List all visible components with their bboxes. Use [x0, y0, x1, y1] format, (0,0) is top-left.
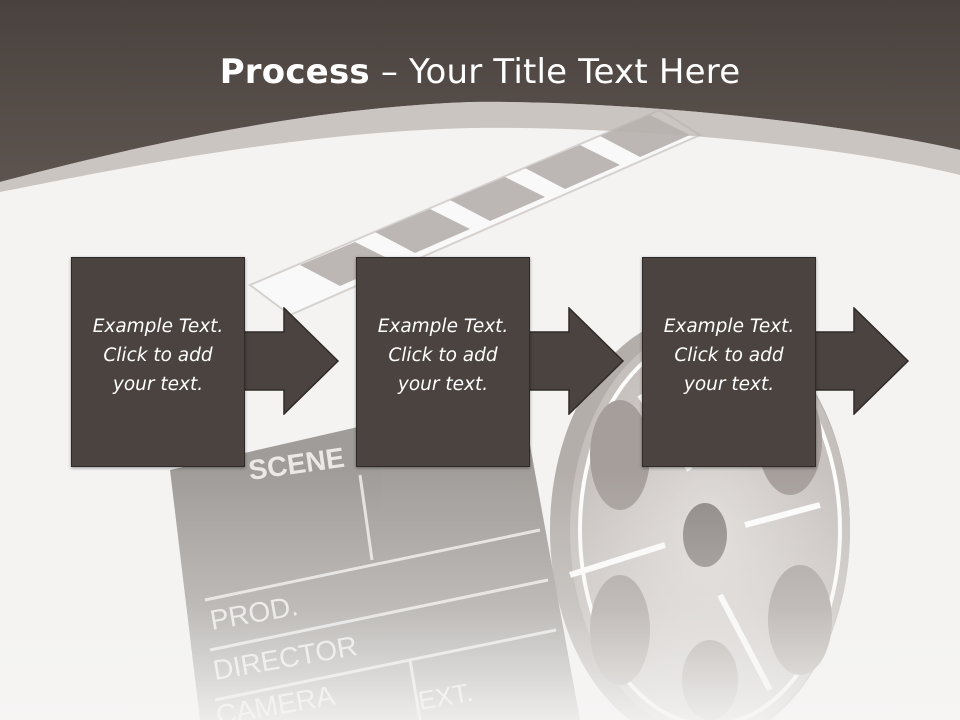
step-2-line-2: Click to add: [388, 345, 498, 366]
step-3-line-2: Click to add: [674, 345, 784, 366]
process-arrow-3: [814, 307, 910, 415]
step-3-line-1: Example Text.: [663, 316, 795, 337]
step-1-line-3: your text.: [112, 374, 204, 395]
process-step-3[interactable]: Example Text. Click to add your text.: [642, 257, 816, 467]
step-1-line-2: Click to add: [103, 345, 213, 366]
process-arrow-1: [244, 307, 340, 415]
step-2-line-1: Example Text.: [377, 316, 509, 337]
header-swoosh: [0, 101, 960, 192]
slide-title[interactable]: Process – Your Title Text Here: [0, 52, 960, 92]
step-2-text: Example Text. Click to add your text.: [357, 312, 529, 399]
title-rest: – Your Title Text Here: [369, 52, 741, 92]
step-3-text: Example Text. Click to add your text.: [643, 312, 815, 399]
header-band: [0, 0, 960, 182]
process-arrow-2: [529, 307, 625, 415]
process-step-1[interactable]: Example Text. Click to add your text.: [71, 257, 245, 467]
process-step-2[interactable]: Example Text. Click to add your text.: [356, 257, 530, 467]
step-1-line-1: Example Text.: [92, 316, 224, 337]
step-1-text: Example Text. Click to add your text.: [72, 312, 244, 399]
title-bold: Process: [219, 52, 370, 92]
step-2-line-3: your text.: [397, 374, 489, 395]
step-3-line-3: your text.: [683, 374, 775, 395]
